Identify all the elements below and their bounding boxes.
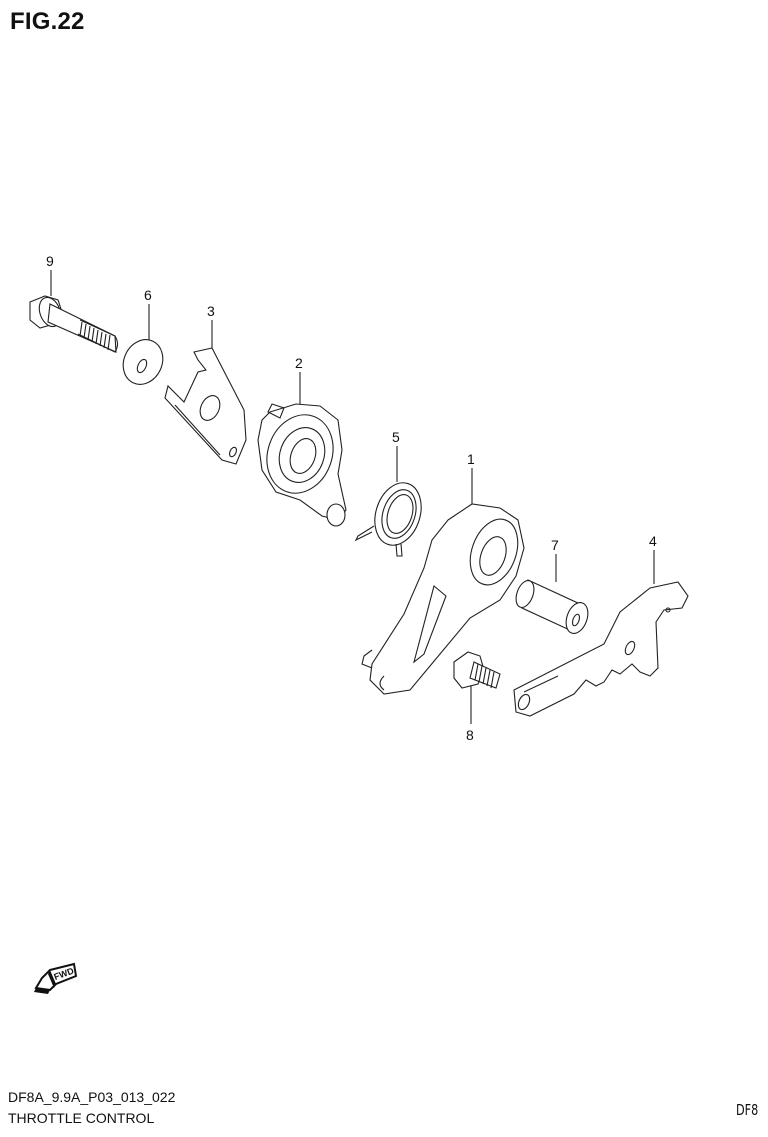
callout-7: 7 [551, 537, 559, 553]
part-3-bracket[interactable]: 3 [164, 303, 247, 465]
forward-direction-indicator: FWD [32, 962, 80, 998]
callout-1: 1 [467, 451, 475, 467]
part-2-throttle-cam[interactable]: 2 [256, 355, 347, 527]
model-label-truncated: DF8 [736, 1101, 759, 1119]
diagram-title: THROTTLE CONTROL [8, 1110, 155, 1126]
part-7-collar[interactable]: 7 [513, 537, 592, 636]
part-5-torsion-spring[interactable]: 5 [354, 429, 429, 557]
callout-3: 3 [207, 303, 215, 319]
callout-8: 8 [466, 727, 474, 743]
callout-9: 9 [46, 253, 54, 269]
callout-4: 4 [649, 533, 657, 549]
callout-5: 5 [392, 429, 400, 445]
part-8-bolt[interactable]: 8 [453, 651, 501, 743]
part-4-link-plate[interactable]: 4 [513, 533, 689, 717]
callout-6: 6 [144, 287, 152, 303]
diagram-code: DF8A_9.9A_P03_013_022 [8, 1089, 176, 1105]
part-1-throttle-lever[interactable]: 1 [361, 451, 526, 695]
callout-2: 2 [295, 355, 303, 371]
forward-arrow-icon: FWD [34, 962, 78, 994]
part-6-washer[interactable]: 6 [116, 287, 170, 391]
figure-title: FIG.22 [10, 8, 85, 35]
part-9-bolt[interactable]: 9 [29, 253, 119, 353]
